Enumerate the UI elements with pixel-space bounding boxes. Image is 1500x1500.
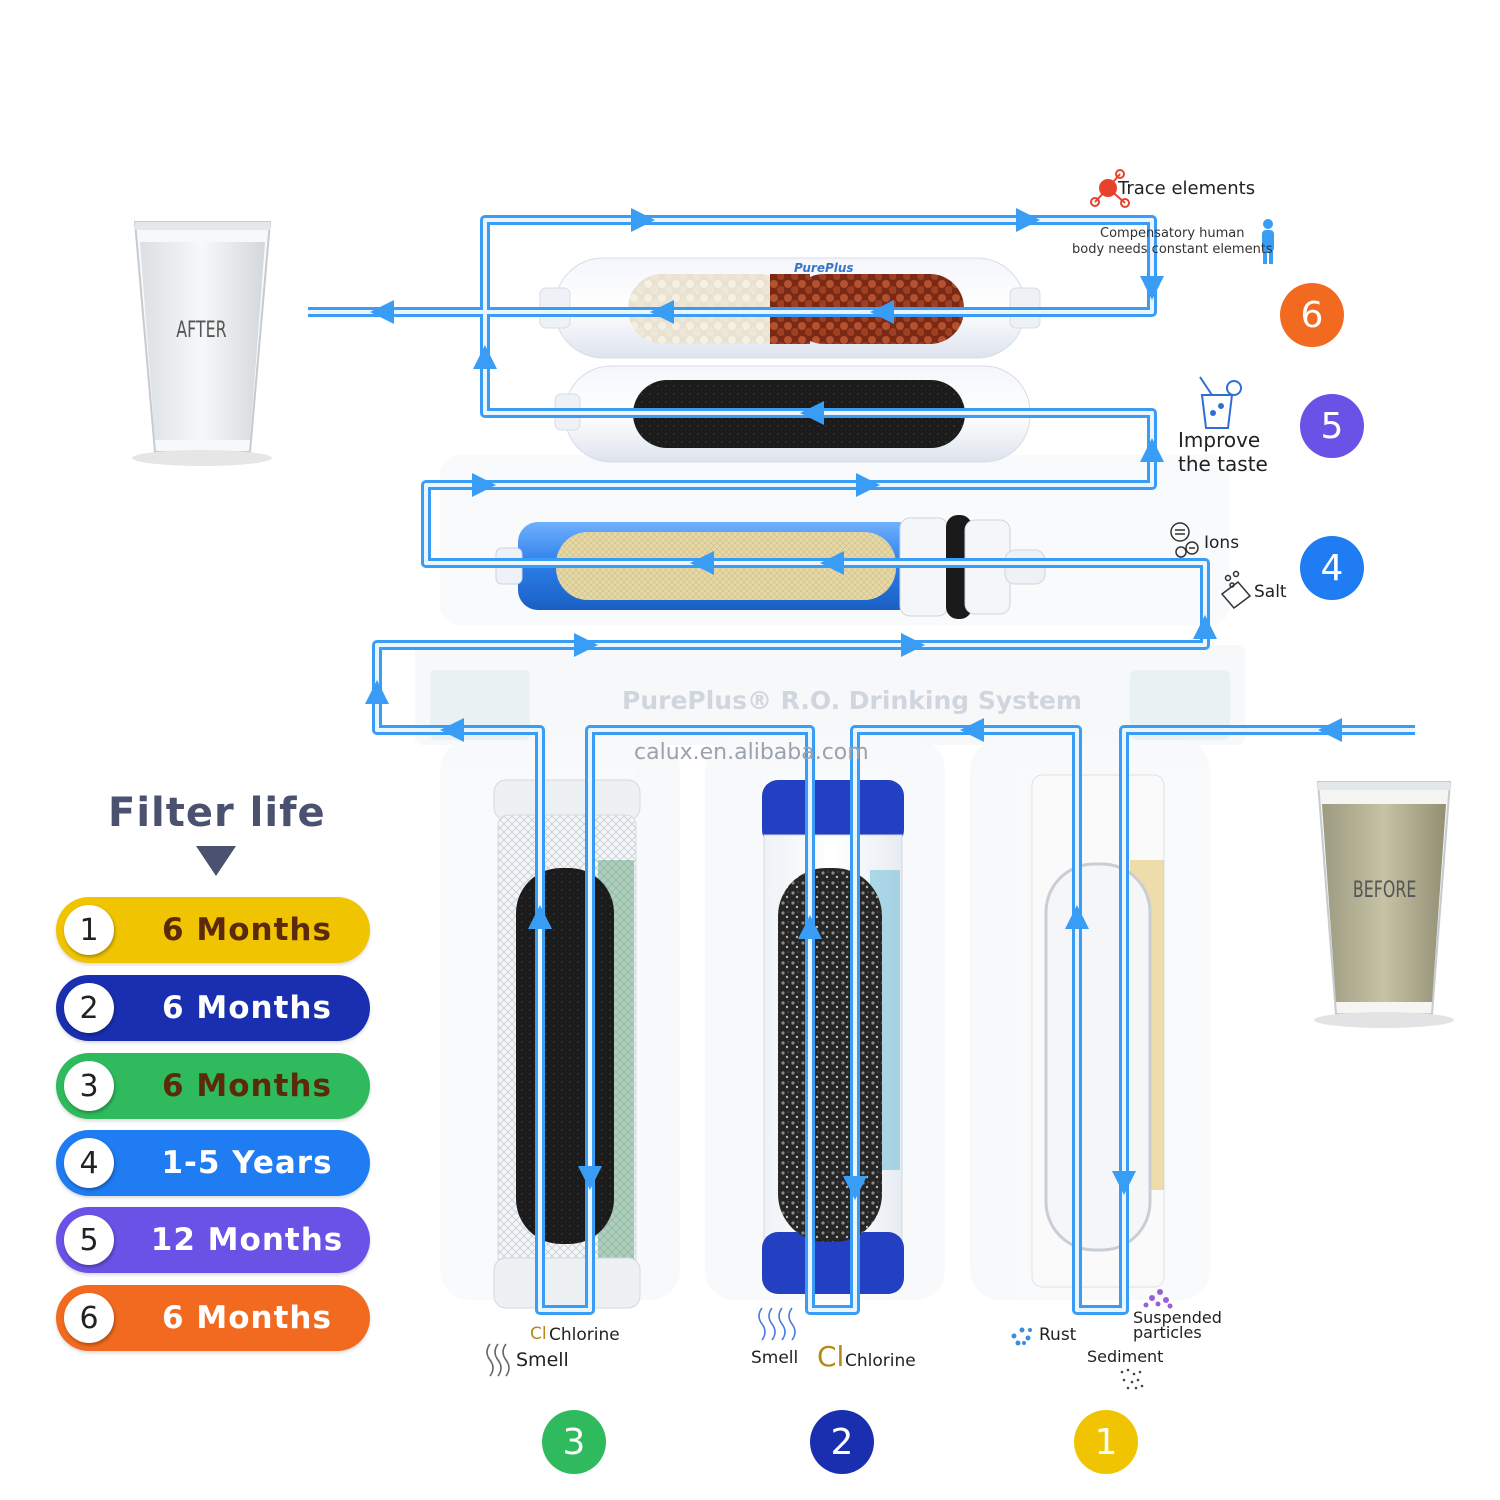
filter-life-duration: 6 Months xyxy=(162,990,332,1026)
filter-life-duration: 6 Months xyxy=(162,1300,332,1336)
flow-arrow xyxy=(870,300,894,324)
stage2-cl-symbol: Cl xyxy=(817,1340,845,1373)
stage-4-badge: 4 xyxy=(1300,536,1364,600)
stage-1-badge: 1 xyxy=(1074,1410,1138,1474)
rust-icon xyxy=(1011,1327,1032,1346)
system-name: PurePlus® R.O. Drinking System xyxy=(622,686,1082,715)
smell-icon-3 xyxy=(486,1343,510,1377)
flow-arrow xyxy=(528,905,552,929)
filter-life-number: 5 xyxy=(64,1215,114,1265)
suspended-particles-icon xyxy=(1143,1289,1173,1309)
flow-arrow xyxy=(820,551,844,575)
flow-arrow xyxy=(1016,208,1040,232)
ions-label: Ions xyxy=(1204,533,1240,553)
improve-label-line2: the taste xyxy=(1178,452,1268,476)
stage3-cartridge xyxy=(493,779,641,1309)
improve-label-line1: Improve xyxy=(1178,428,1261,452)
filter-life-item-4: 4 1-5 Years xyxy=(56,1130,370,1196)
flow-arrow xyxy=(901,633,925,657)
flow-arrow xyxy=(1112,1171,1136,1195)
rust-label: Rust xyxy=(1039,1325,1077,1345)
watermark: calux.en.alibaba.com xyxy=(634,740,869,765)
flow-arrow xyxy=(365,680,389,704)
filter-life-duration: 1-5 Years xyxy=(161,1145,333,1181)
filter-life-item-6: 6 6 Months xyxy=(56,1285,370,1351)
filter-life-number: 3 xyxy=(64,1061,114,1111)
flow-arrow xyxy=(1140,438,1164,462)
filter-life-item-5: 5 12 Months xyxy=(56,1207,370,1273)
smell-icon-2 xyxy=(758,1307,796,1341)
flow-arrows xyxy=(365,208,1342,1200)
stage2-chlorine-label: Chlorine xyxy=(845,1351,916,1371)
flow-arrow xyxy=(574,633,598,657)
human-body-icon xyxy=(1262,219,1274,264)
filter-life-number: 2 xyxy=(64,983,114,1033)
flow-arrow xyxy=(798,915,822,939)
salt-label: Salt xyxy=(1254,582,1287,602)
flow-arrow xyxy=(440,718,464,742)
filter-life-item-1: 1 6 Months xyxy=(56,897,370,963)
flow-arrow xyxy=(690,551,714,575)
trace-elements-icon xyxy=(1090,169,1130,208)
filter-life-title: Filter life xyxy=(108,790,326,836)
stage1-cartridge xyxy=(1031,774,1165,1288)
stage-5-badge: 5 xyxy=(1300,394,1364,458)
stage-3-badge: 3 xyxy=(542,1410,606,1474)
stage-2-badge: 2 xyxy=(810,1410,874,1474)
filter-life-item-3: 3 6 Months xyxy=(56,1053,370,1119)
ions-icon xyxy=(1170,522,1199,558)
flow-arrow xyxy=(856,473,880,497)
flow-arrow xyxy=(843,1176,867,1200)
stage3-smell-label: Smell xyxy=(516,1349,569,1371)
trace-elements-label: Trace elements xyxy=(1118,178,1256,199)
brand-label: PurePlus xyxy=(794,261,854,275)
stage6-note-line2: body needs constant elements xyxy=(1072,242,1273,257)
after-label: AFTER xyxy=(176,318,227,343)
filter-life-number: 1 xyxy=(64,905,114,955)
stage3-chlorine-label: Chlorine xyxy=(549,1325,620,1345)
filter-life-duration: 6 Months xyxy=(162,912,332,948)
before-glass xyxy=(1314,781,1454,1028)
sediment-label: Sediment xyxy=(1087,1347,1164,1366)
drink-icon xyxy=(1199,376,1242,429)
before-label: BEFORE xyxy=(1352,878,1417,903)
salt-icon xyxy=(1220,570,1252,610)
filter-life-number: 4 xyxy=(64,1138,114,1188)
flow-arrow xyxy=(472,473,496,497)
stage2-smell-label: Smell xyxy=(751,1348,799,1368)
filter-life-item-2: 2 6 Months xyxy=(56,975,370,1041)
stage6-note-line1: Compensatory human xyxy=(1100,226,1245,241)
down-arrow-icon xyxy=(196,846,236,876)
suspended-label-line2: particles xyxy=(1133,1323,1202,1342)
flow-arrow xyxy=(800,401,824,425)
flow-arrow xyxy=(631,208,655,232)
flow-arrow xyxy=(578,1166,602,1190)
filter-life-duration: 6 Months xyxy=(162,1068,332,1104)
suspended-label-line1: Suspended xyxy=(1133,1308,1222,1327)
flow-arrow xyxy=(473,345,497,369)
flow-arrow xyxy=(1193,615,1217,639)
filter-life-number: 6 xyxy=(64,1293,114,1343)
flow-arrow xyxy=(650,300,674,324)
flow-arrow xyxy=(960,718,984,742)
after-glass xyxy=(132,221,272,466)
flow-arrow xyxy=(1065,905,1089,929)
filter-life-duration: 12 Months xyxy=(150,1222,344,1258)
flow-arrow xyxy=(1318,718,1342,742)
stage2-cartridge xyxy=(762,780,904,1294)
flow-arrow xyxy=(370,300,394,324)
flow-arrow xyxy=(1140,276,1164,300)
stage-6-badge: 6 xyxy=(1280,283,1344,347)
stage3-cl-symbol: Cl xyxy=(530,1324,547,1344)
sediment-icon xyxy=(1120,1368,1144,1390)
